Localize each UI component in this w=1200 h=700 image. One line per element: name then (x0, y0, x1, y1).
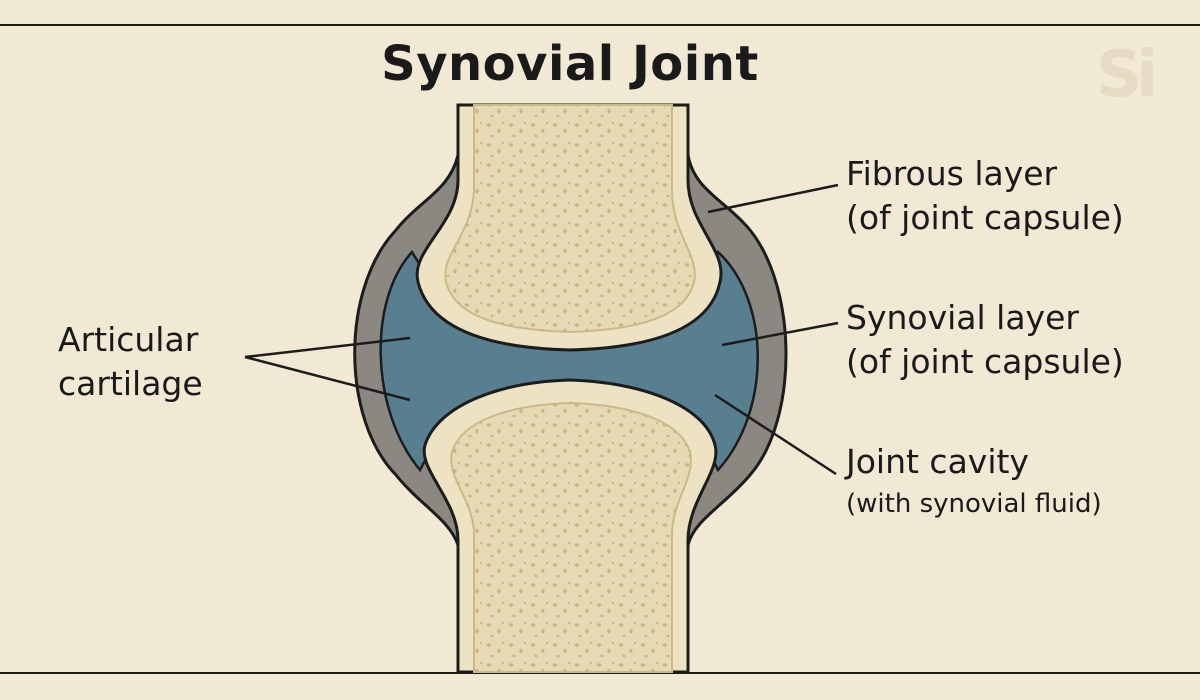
joint-cavity-subtitle: (with synovial fluid) (846, 489, 1102, 519)
leader-cavity (714, 393, 837, 476)
articular-cartilage-line2: cartilage (58, 364, 203, 403)
fibrous-layer-title: Fibrous layer (846, 154, 1058, 193)
articular-cartilage-label: Articular cartilage (58, 318, 203, 406)
leader-synovial (721, 321, 839, 347)
synovial-layer-title: Synovial layer (846, 298, 1079, 337)
joint-cavity-label: Joint cavity (with synovial fluid) (846, 440, 1102, 524)
articular-cartilage-line1: Articular (58, 320, 199, 359)
leader-cartilage-lower (244, 355, 411, 402)
fibrous-layer-subtitle: (of joint capsule) (846, 198, 1124, 237)
joint-cavity-title: Joint cavity (846, 442, 1029, 481)
synovial-layer-subtitle: (of joint capsule) (846, 342, 1124, 381)
logo: Si (1096, 38, 1158, 112)
top-rule (0, 24, 1200, 26)
fibrous-layer-label: Fibrous layer (of joint capsule) (846, 152, 1124, 240)
leader-fibrous (707, 183, 839, 214)
leader-cartilage-upper (244, 336, 411, 359)
page-title: Synovial Joint (381, 36, 759, 92)
synovial-layer-label: Synovial layer (of joint capsule) (846, 296, 1124, 384)
